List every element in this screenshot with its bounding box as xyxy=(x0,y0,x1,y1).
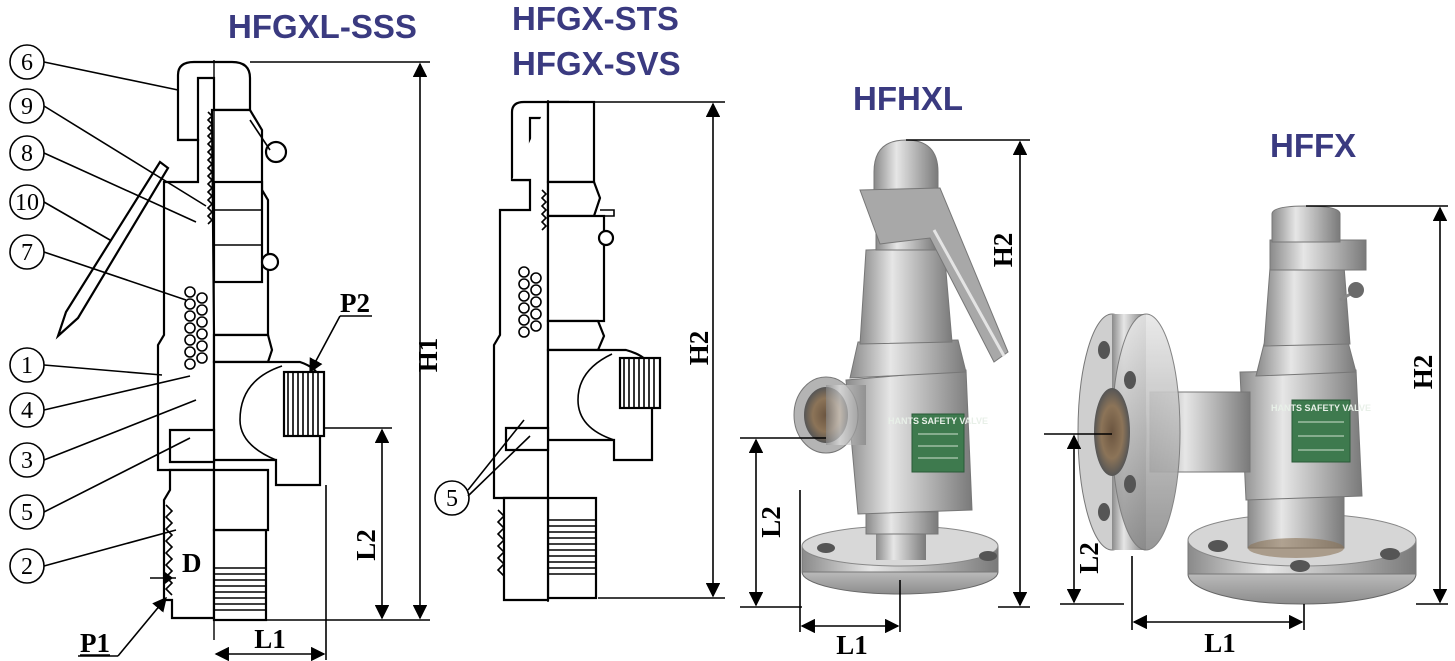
title-hfgx-svs: HFGX-SVS xyxy=(512,45,681,82)
callout-4: 4 xyxy=(9,375,191,428)
label-l1-4: L1 xyxy=(1204,628,1236,658)
svg-text:HANTS SAFETY VALVE: HANTS SAFETY VALVE xyxy=(1271,403,1371,413)
inlet-body xyxy=(162,468,216,620)
svg-text:5: 5 xyxy=(21,500,33,526)
callout-9: 9 xyxy=(9,88,207,207)
label-l1: L1 xyxy=(254,624,286,654)
label-h2-2: H2 xyxy=(684,331,714,366)
label-d: D xyxy=(182,548,202,578)
spring-2 xyxy=(518,266,542,338)
title-hfgx-sts: HFGX-STS xyxy=(512,0,679,37)
lever xyxy=(55,160,170,340)
callout-1: 1 xyxy=(9,347,163,383)
stem-housing xyxy=(212,180,264,284)
photo-hffx: HANTS SAFETY VALVE H2 L2 L1 xyxy=(1044,205,1448,658)
svg-text:9: 9 xyxy=(21,94,33,120)
label-l2-3: L2 xyxy=(756,506,786,538)
lever-pin xyxy=(264,140,288,164)
svg-text:8: 8 xyxy=(21,141,33,167)
spring xyxy=(184,286,208,370)
callout-5b: 5 xyxy=(434,419,531,516)
inlet-nipple xyxy=(212,528,268,622)
svg-text:10: 10 xyxy=(15,190,39,216)
label-p1: P1 xyxy=(80,628,110,658)
callout-6: 6 xyxy=(9,44,179,91)
svg-text:2: 2 xyxy=(21,554,33,580)
pin xyxy=(260,252,280,272)
label-p2: P2 xyxy=(340,288,370,318)
svg-text:7: 7 xyxy=(21,240,33,266)
label-h2-4: H2 xyxy=(1408,355,1438,390)
callout-10: 10 xyxy=(9,184,111,241)
label-l2-4: L2 xyxy=(1074,542,1104,574)
inlet-nipple-2 xyxy=(546,496,598,600)
drawing-hfgxl-sss: 6 9 8 10 7 1 4 3 5 2 H1 L2 L1 D P1 P xyxy=(9,44,443,661)
upper-housing-2 xyxy=(546,100,596,184)
spring-housing-2 xyxy=(546,214,606,323)
callout-list: 6 9 8 10 7 1 4 3 5 2 xyxy=(9,44,207,584)
stem-thread xyxy=(206,111,214,225)
title-hfgxl-sss: HFGXL-SSS xyxy=(228,8,417,45)
label-h2-3: H2 xyxy=(988,233,1018,268)
label-l2: L2 xyxy=(351,529,381,561)
callout-7: 7 xyxy=(9,234,187,301)
lever-hfhxl xyxy=(859,187,1009,363)
photo-hfhxl: HANTS SAFETY VALVE H2 L2 L1 xyxy=(740,139,1030,660)
disc xyxy=(168,428,216,464)
callout-5: 5 xyxy=(9,437,191,530)
svg-text:6: 6 xyxy=(21,50,33,76)
drawing-hfgx-sts-svs: 5 H2 xyxy=(434,100,725,602)
label-l1-3: L1 xyxy=(836,630,868,660)
svg-text:5: 5 xyxy=(446,486,458,512)
hex-nut-2 xyxy=(546,319,606,352)
callout-3: 3 xyxy=(9,399,197,478)
hex-top-2 xyxy=(546,180,602,218)
svg-text:HANTS SAFETY VALVE: HANTS SAFETY VALVE xyxy=(888,416,988,426)
nameplate-hffx xyxy=(1291,399,1351,463)
svg-text:3: 3 xyxy=(21,448,33,474)
label-h1: H1 xyxy=(413,338,443,373)
callout-8: 8 xyxy=(9,135,197,223)
title-hffx: HFFX xyxy=(1270,127,1356,164)
title-hfhxl: HFHXL xyxy=(853,80,963,117)
svg-text:1: 1 xyxy=(21,353,33,379)
svg-text:4: 4 xyxy=(21,398,33,424)
callout-2: 2 xyxy=(9,529,177,584)
nameplate-hfhxl xyxy=(911,413,965,473)
hex-nut xyxy=(212,333,274,364)
